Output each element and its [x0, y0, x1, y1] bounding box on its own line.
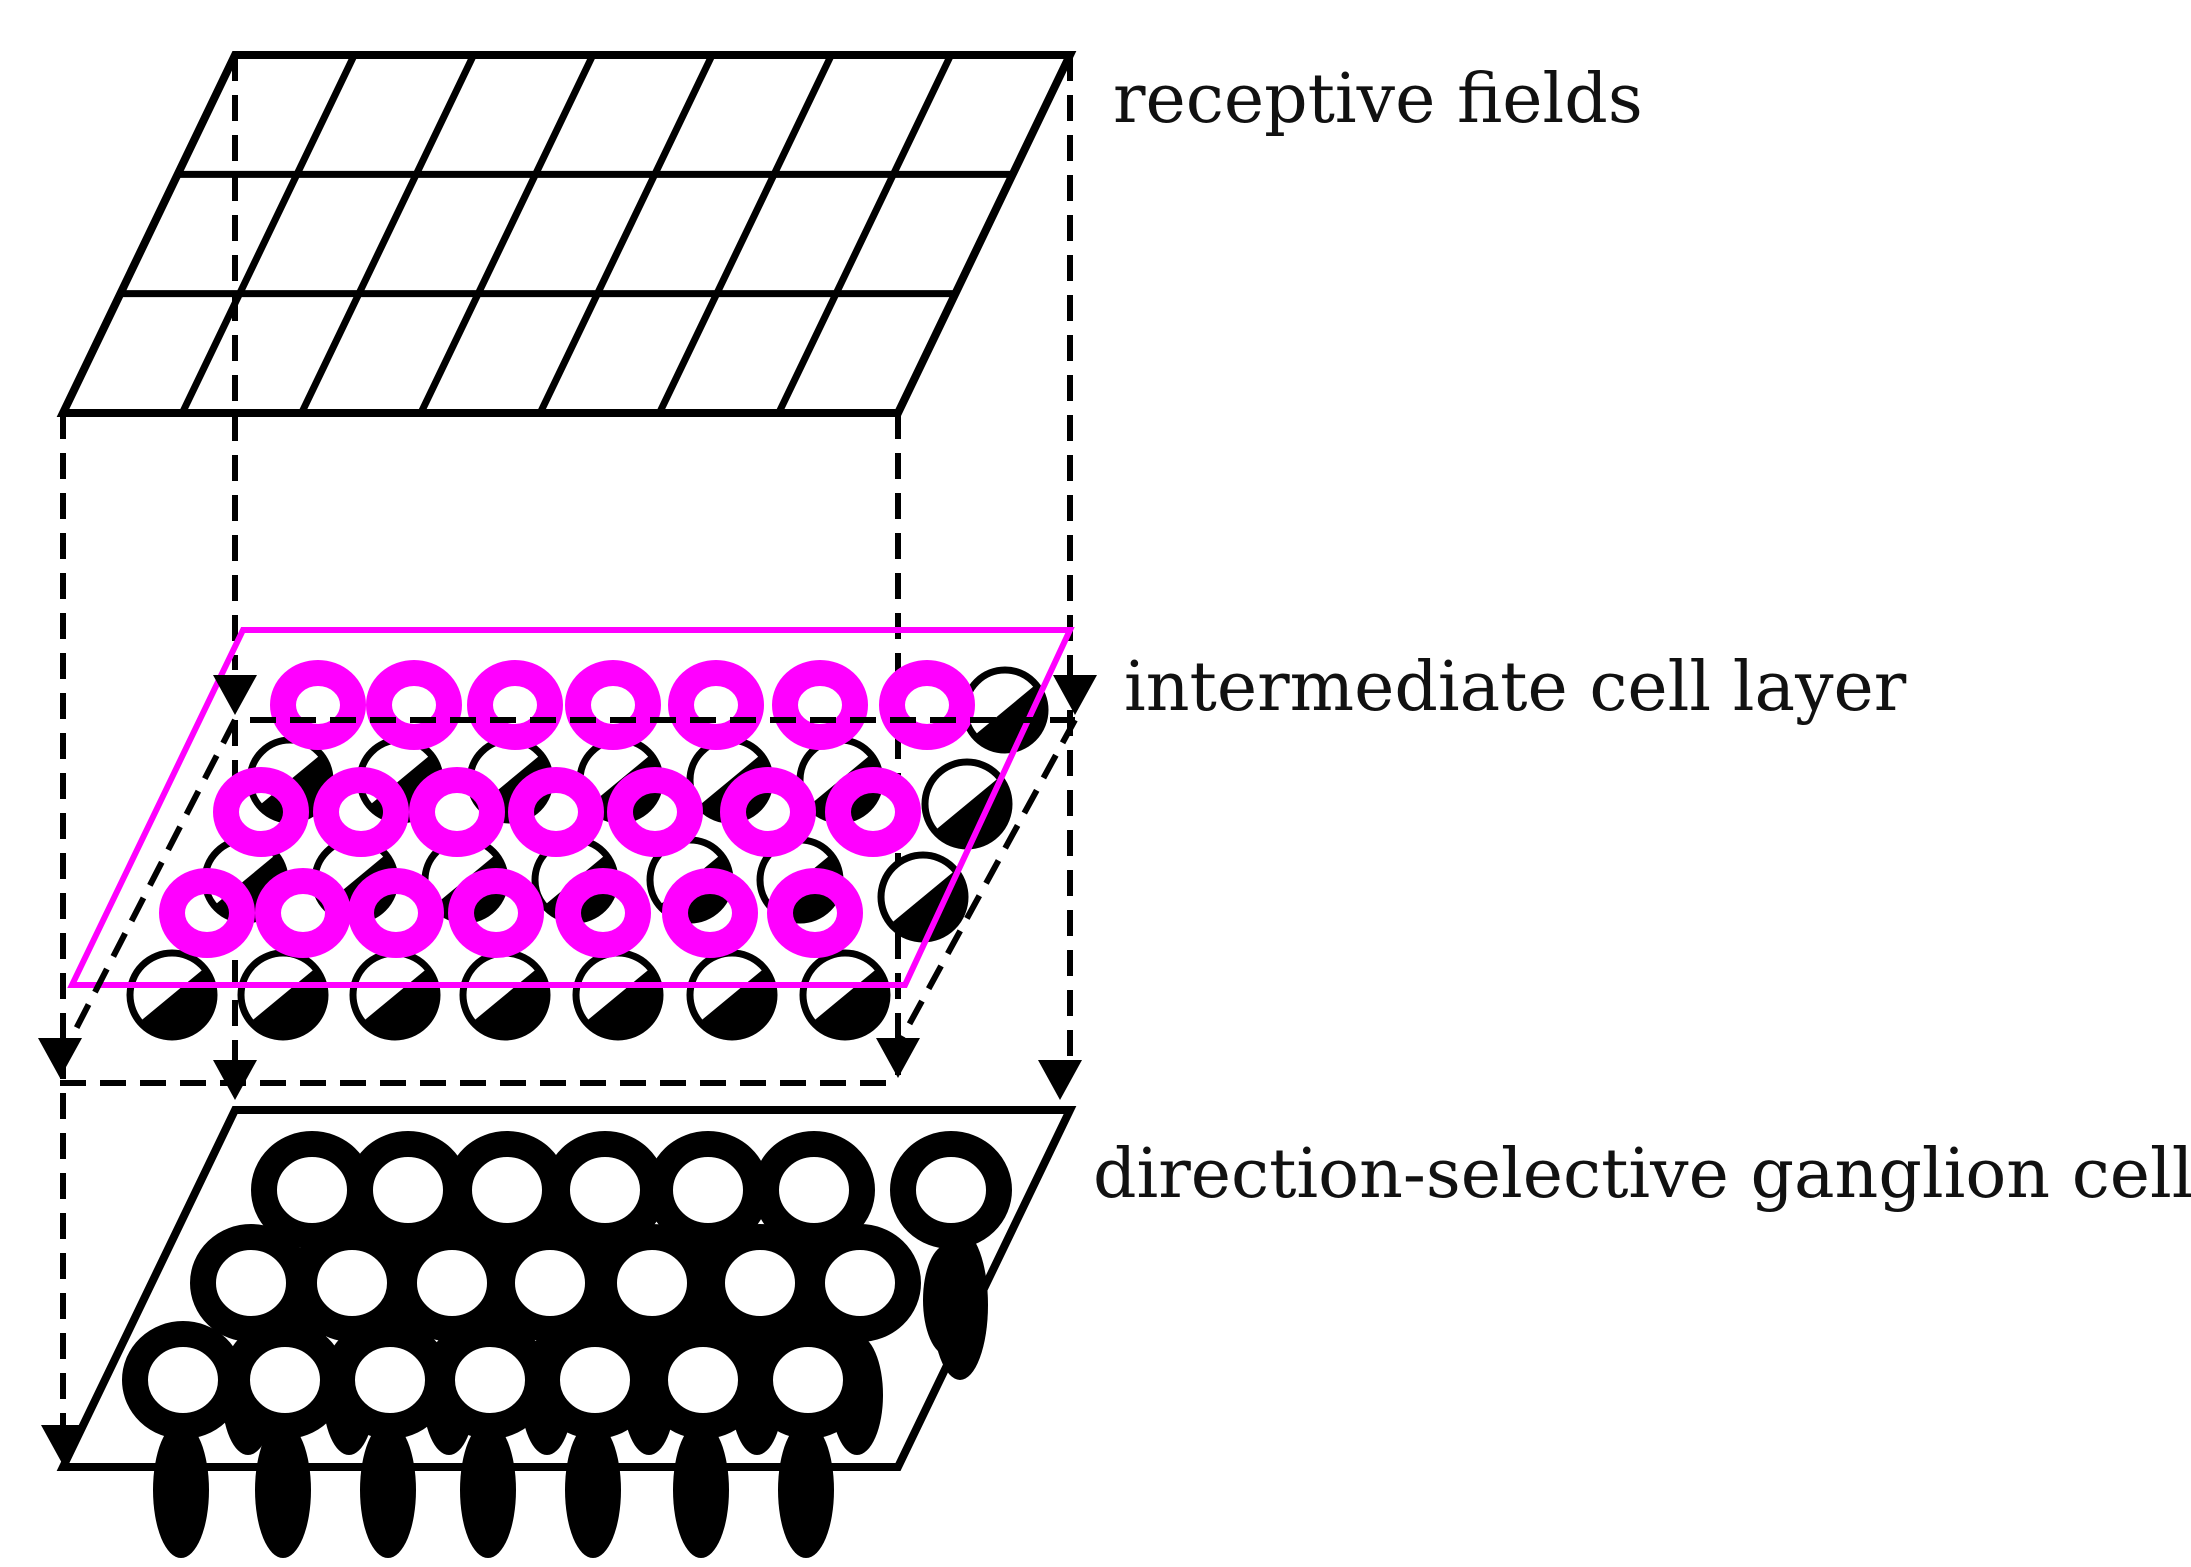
- ganglion-stalk: [460, 1422, 516, 1558]
- ganglion-cell: [890, 1131, 1012, 1249]
- label-ganglion-cells: direction-selective ganglion cells: [1093, 1135, 2191, 1214]
- ganglion-cell: [122, 1321, 244, 1439]
- receptive-field-grid: [56, 51, 1077, 417]
- half-filled-cell: [921, 758, 1013, 850]
- ganglion-stalk: [255, 1422, 311, 1558]
- ganglion-cell: [753, 1131, 875, 1249]
- intermediate-cell: [270, 660, 366, 750]
- intermediate-cell: [448, 868, 544, 958]
- intermediate-cell: [159, 868, 255, 958]
- half-filled-cell: [799, 949, 891, 1041]
- ganglion-cell: [799, 1224, 921, 1342]
- ganglion-cell: [291, 1224, 413, 1342]
- intermediate-cell: [607, 767, 703, 857]
- half-filled-cell: [877, 851, 969, 943]
- ganglion-stalk: [153, 1422, 209, 1558]
- ganglion-cell: [642, 1321, 764, 1439]
- intermediate-cells: [159, 660, 975, 958]
- intermediate-cell: [366, 660, 462, 750]
- half-filled-cell: [686, 949, 778, 1041]
- label-receptive-fields: receptive fields: [1113, 60, 1643, 139]
- intermediate-layer-plane: [67, 627, 1075, 988]
- ganglion-cell: [251, 1131, 373, 1249]
- intermediate-cell: [348, 868, 444, 958]
- half-filled-cell: [572, 949, 664, 1041]
- ganglion-cell: [647, 1131, 769, 1249]
- half-filled-cell: [349, 949, 441, 1041]
- ganglion-cell: [591, 1224, 713, 1342]
- projection-lines-front: [38, 675, 1097, 1465]
- projection-line: [895, 718, 1078, 1047]
- arrow-down-icon: [38, 1038, 82, 1078]
- ganglion-stalk: [360, 1422, 416, 1558]
- intermediate-cell: [767, 868, 863, 958]
- arrow-down-icon: [213, 1060, 257, 1100]
- cell-fill: [890, 870, 965, 939]
- intermediate-cell: [555, 868, 651, 958]
- intermediate-cell: [313, 767, 409, 857]
- ganglion-cell: [699, 1224, 821, 1342]
- receptive-grid-col-line: [536, 53, 716, 415]
- ganglion-cell-layer: [56, 1106, 1077, 1558]
- ganglion-stalk: [932, 1230, 988, 1380]
- ganglion-stalk: [565, 1422, 621, 1558]
- ganglion-cell: [489, 1224, 611, 1342]
- half-filled-cell: [459, 949, 551, 1041]
- half-filled-cell: [237, 949, 329, 1041]
- receptive-grid-col-line: [417, 53, 597, 415]
- intermediate-cell: [825, 767, 921, 857]
- ganglion-cell: [347, 1131, 469, 1249]
- ganglion-cell: [446, 1131, 568, 1249]
- intermediate-cell: [255, 868, 351, 958]
- intermediate-plane-border: [67, 627, 1075, 988]
- receptive-grid-col-line: [298, 53, 477, 415]
- receptive-grid-col-line: [775, 53, 954, 415]
- receptive-grid-col-line: [179, 53, 358, 415]
- intermediate-cell: [565, 660, 661, 750]
- arrow-down-icon: [1038, 1060, 1082, 1100]
- ganglion-cell: [329, 1321, 451, 1439]
- intermediate-cell: [508, 767, 604, 857]
- ganglion-cell: [429, 1321, 551, 1439]
- ganglion-cell: [534, 1321, 656, 1439]
- ganglion-cell: [224, 1321, 346, 1439]
- projection-line: [57, 718, 238, 1062]
- intermediate-cell: [662, 868, 758, 958]
- ganglion-cell: [544, 1131, 666, 1249]
- ganglion-plane-border: [56, 1106, 1077, 1471]
- ganglion-cell: [190, 1224, 312, 1342]
- cell-fill: [974, 684, 1045, 750]
- ganglion-stalk: [778, 1422, 834, 1558]
- label-intermediate-layer: intermediate cell layer: [1124, 648, 1907, 727]
- receptive-grid-col-line: [656, 53, 835, 415]
- intermediate-cell: [409, 767, 505, 857]
- intermediate-cell: [467, 660, 563, 750]
- half-filled-cell: [126, 949, 218, 1041]
- intermediate-cell: [879, 660, 975, 750]
- intermediate-cell: [772, 660, 868, 750]
- ganglion-cell: [747, 1321, 869, 1439]
- arrow-down-icon: [1053, 675, 1097, 715]
- intermediate-cell: [213, 767, 309, 857]
- intermediate-cell: [720, 767, 816, 857]
- ganglion-stalk: [673, 1422, 729, 1558]
- arrow-down-icon: [213, 675, 257, 715]
- ganglion-cell: [391, 1224, 513, 1342]
- arrow-down-icon: [876, 1038, 920, 1078]
- intermediate-cell: [668, 660, 764, 750]
